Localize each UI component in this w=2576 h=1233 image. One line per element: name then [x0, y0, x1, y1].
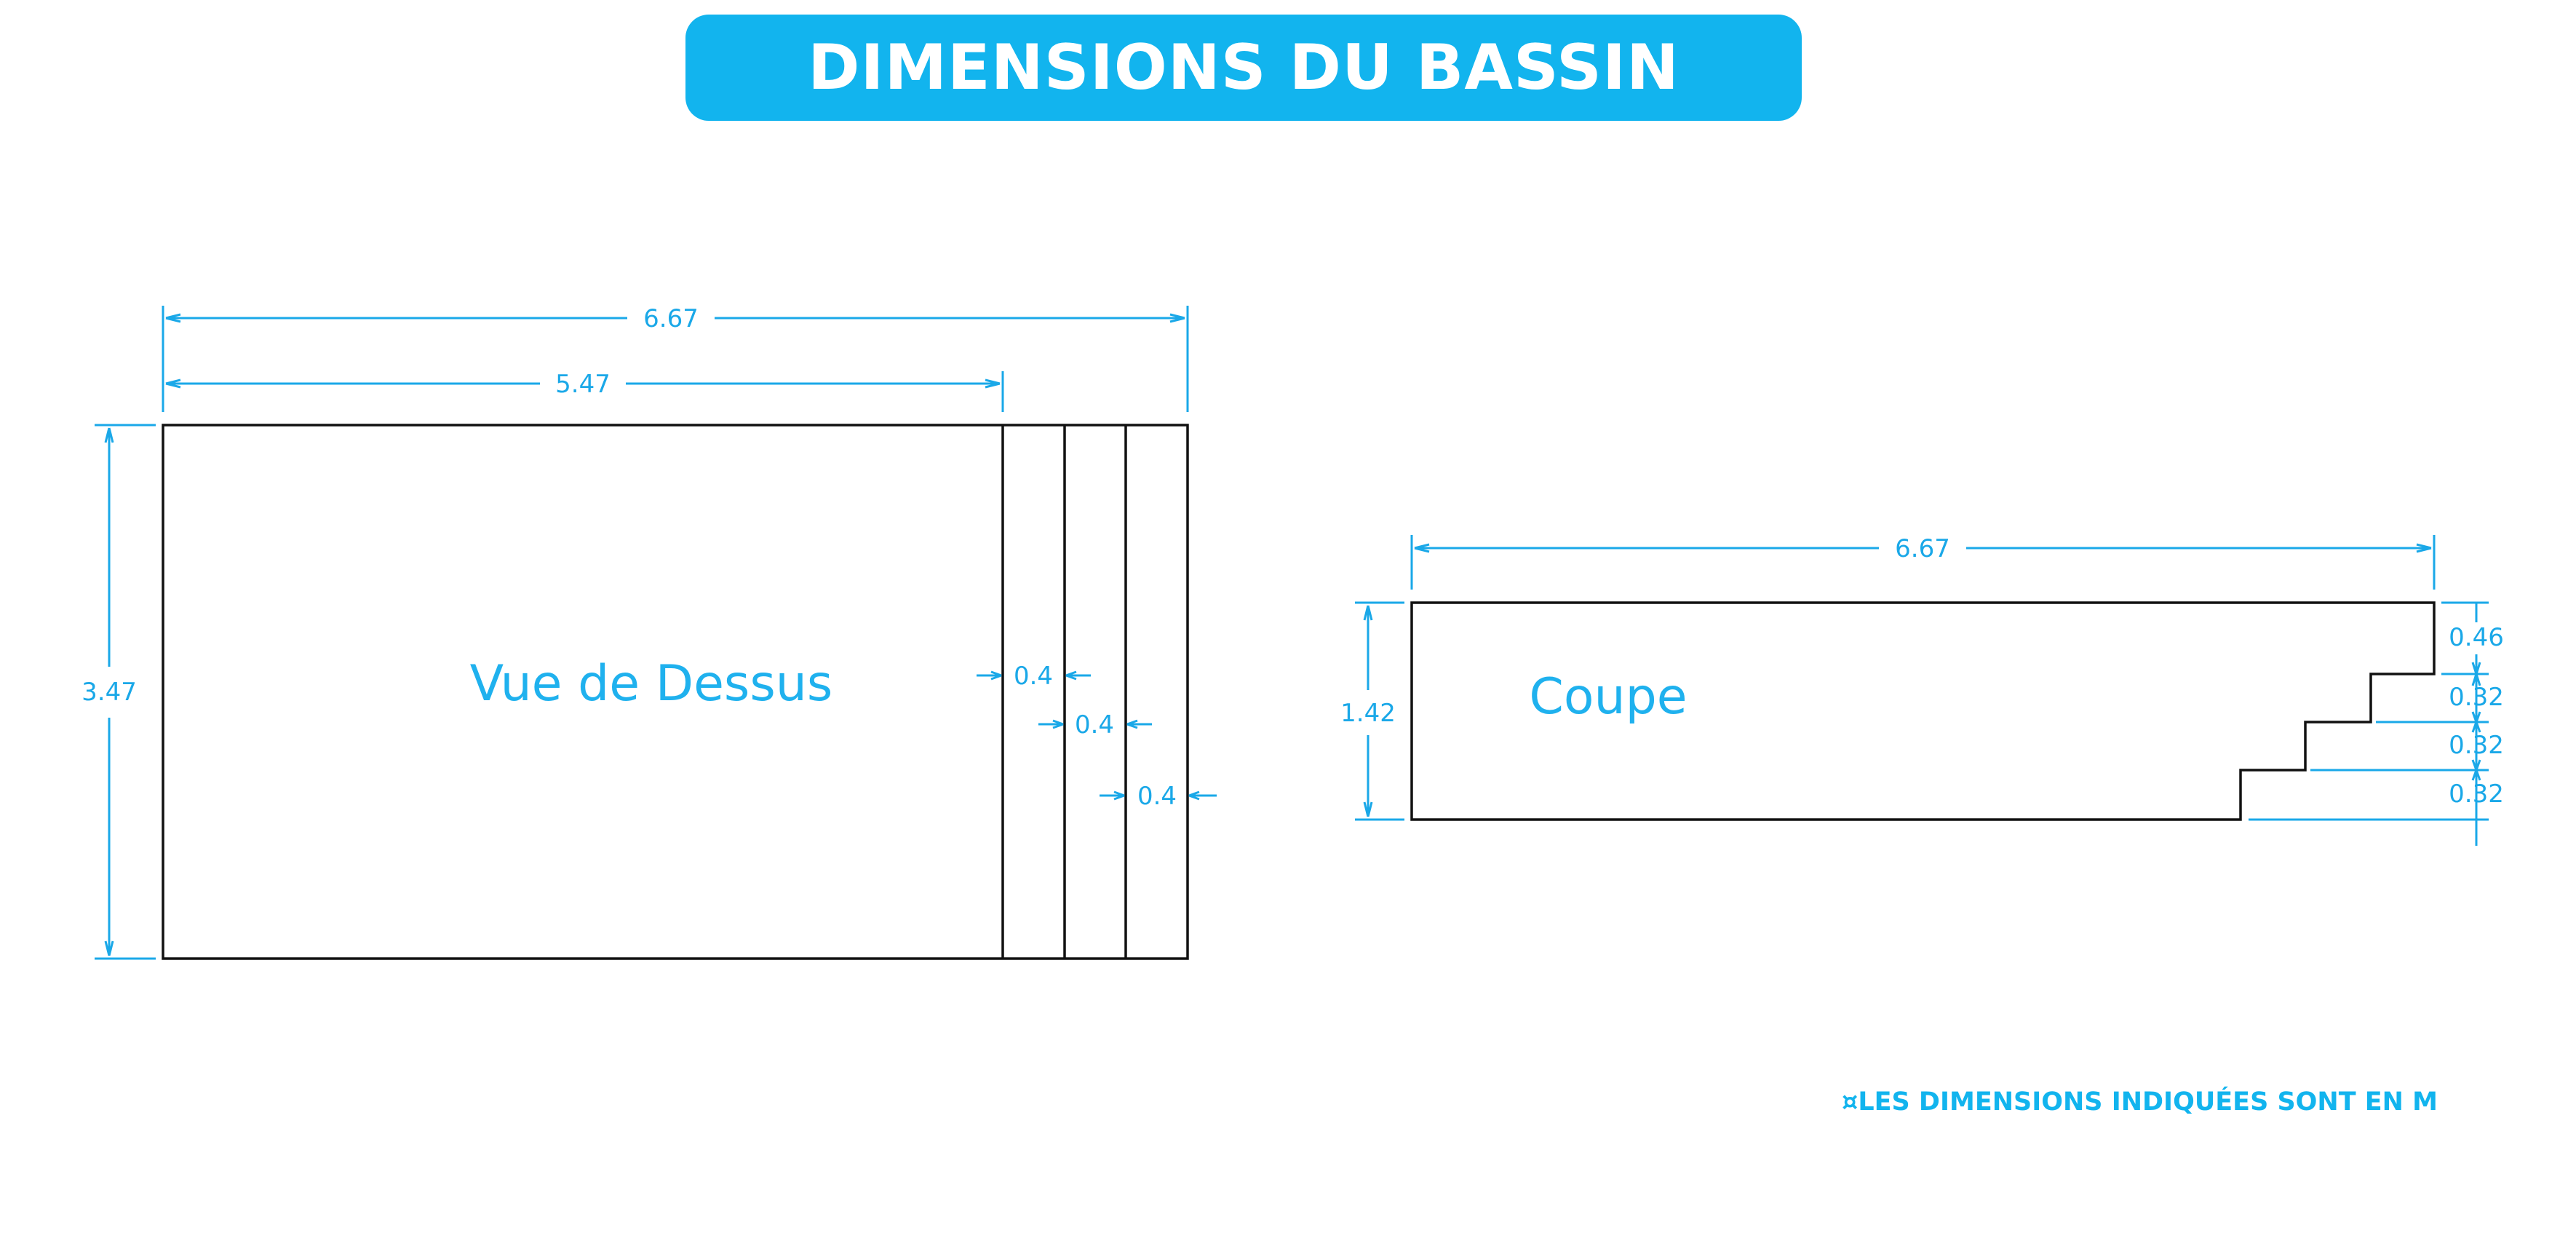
dim-total-length: 6.67: [162, 304, 1189, 412]
dim-section-depth: 1.42: [1340, 601, 1404, 821]
section-view: 6.67 1.42 0.46 0.32 0.32 0.32 Coupe: [1340, 534, 2504, 846]
dim-rise-3-label: 0.32: [2449, 780, 2504, 809]
pool-outline: [162, 424, 1189, 960]
dim-pool-length: 5.47: [162, 370, 1004, 412]
section-outline: [1410, 601, 2436, 821]
dim-pool-length-label: 5.47: [555, 370, 611, 399]
dim-rise-1-label: 0.32: [2449, 683, 2504, 712]
dim-rise-top-label: 0.46: [2449, 623, 2504, 652]
dim-step-1: 0.4: [977, 662, 1091, 691]
dim-step-3: 0.4: [1100, 782, 1217, 811]
dim-step-3-label: 0.4: [1137, 782, 1177, 811]
dim-rise-2-label: 0.32: [2449, 731, 2504, 760]
dim-width: 3.47: [82, 424, 156, 960]
dim-section-depth-label: 1.42: [1340, 699, 1396, 728]
dim-section-length-label: 6.67: [1895, 534, 1950, 563]
top-view: 6.67 5.47 3.47 0.4: [82, 304, 1217, 960]
dim-section-length: 6.67: [1410, 534, 2436, 590]
dim-step-2: 0.4: [1038, 710, 1152, 740]
dim-step-2-label: 0.4: [1075, 710, 1114, 740]
dim-section-rises: 0.46 0.32 0.32 0.32: [2249, 601, 2504, 846]
top-view-label: Vue de Dessus: [470, 655, 833, 713]
dim-step-1-label: 0.4: [1014, 662, 1053, 691]
dim-width-label: 3.47: [82, 678, 137, 707]
title-banner: DIMENSIONS DU BASSIN: [685, 15, 1802, 121]
dim-total-length-label: 6.67: [643, 304, 699, 333]
units-footnote: ¤LES DIMENSIONS INDIQUÉES SONT EN M: [1842, 1087, 2438, 1117]
page-title: DIMENSIONS DU BASSIN: [808, 31, 1679, 104]
section-view-label: Coupe: [1529, 668, 1687, 726]
